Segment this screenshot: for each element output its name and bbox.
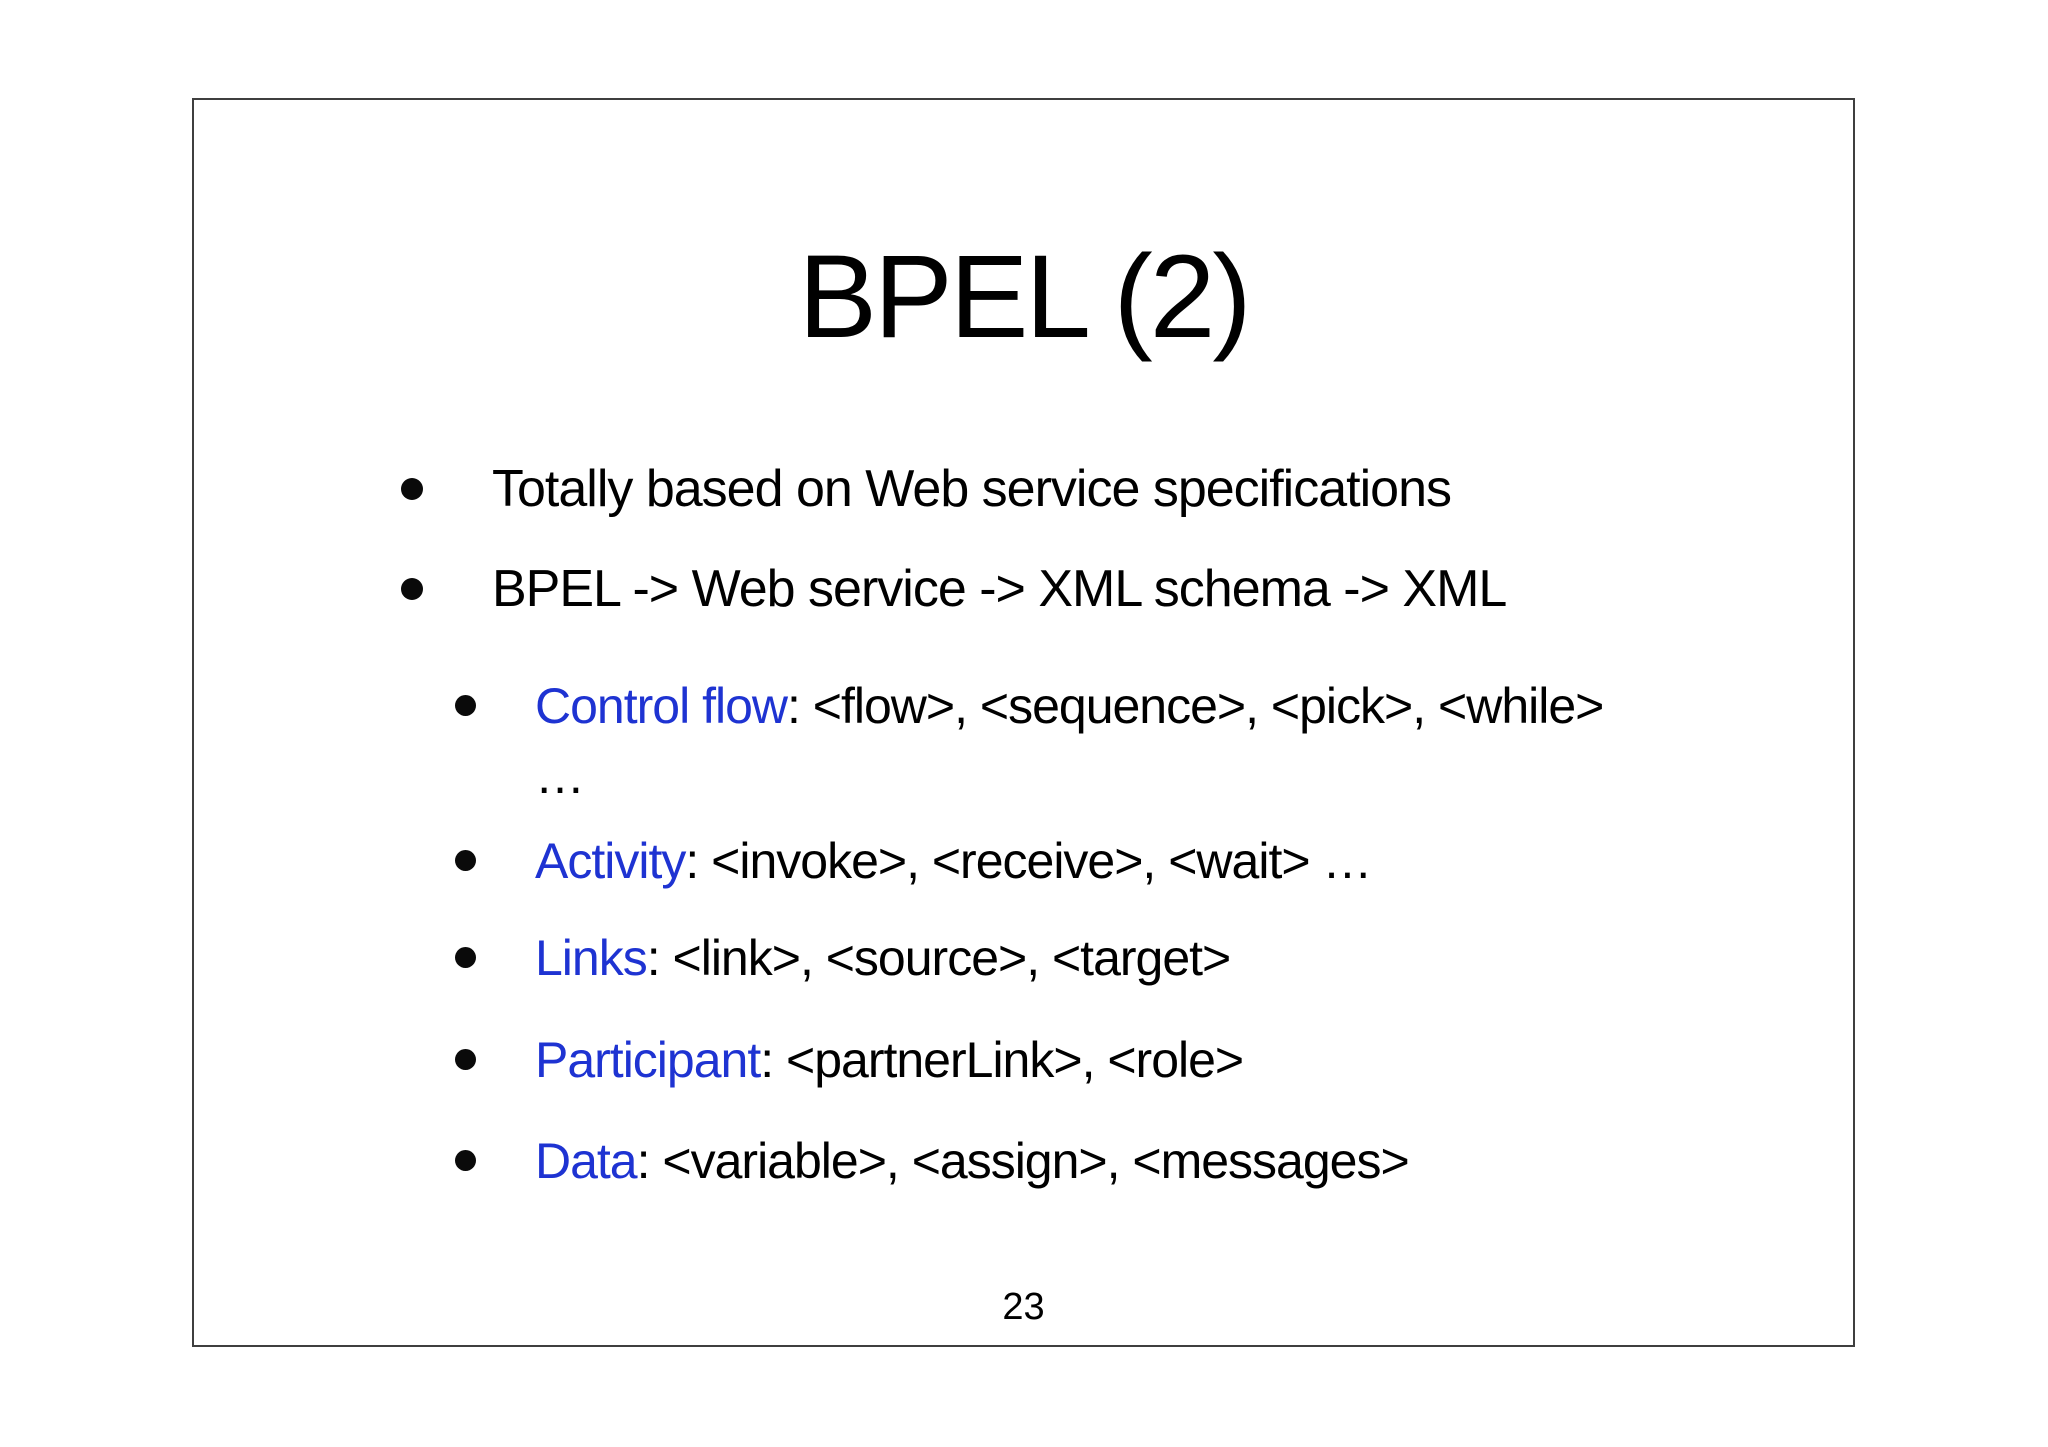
bullet-item: Data: <variable>, <assign>, <messages> <box>194 1126 1754 1196</box>
bullet-item: Control flow: <flow>, <sequence>, <pick>… <box>194 671 1754 811</box>
bullet-dot-icon <box>455 695 476 716</box>
bullet-term: Data <box>535 1133 638 1189</box>
bullet-item: Activity: <invoke>, <receive>, <wait> … <box>194 826 1754 896</box>
bullet-dot-icon <box>455 947 476 968</box>
bullet-text: : <flow>, <sequence>, <pick>, <while> <box>787 678 1604 734</box>
slide-frame: BPEL (2) Totally based on Web service sp… <box>192 98 1855 1347</box>
bullet-dot-icon <box>455 1049 476 1070</box>
bullet-dot-icon <box>455 1150 476 1171</box>
bullet-term: Links <box>535 930 648 986</box>
bullet-item: Links: <link>, <source>, <target> <box>194 923 1754 993</box>
bullet-dot-icon <box>401 478 423 500</box>
bullet-text: : <variable>, <assign>, <messages> <box>636 1133 1410 1189</box>
bullet-item: Participant: <partnerLink>, <role> <box>194 1025 1754 1095</box>
bullet-text: : <invoke>, <receive>, <wait> … <box>685 833 1372 889</box>
bullet-term: Participant <box>535 1032 761 1088</box>
bullet-text: : <partnerLink>, <role> <box>760 1032 1244 1088</box>
bullet-dot-icon <box>401 578 423 600</box>
slide-title: BPEL (2) <box>798 231 1251 363</box>
page-number: 23 <box>1002 1286 1045 1328</box>
bullet-dot-icon <box>455 850 476 871</box>
bullet-item: Totally based on Web service specificati… <box>194 456 1754 522</box>
bullet-term: Control flow <box>535 678 788 734</box>
bullet-term: Activity <box>535 833 686 889</box>
bullet-text: BPEL -> Web service -> XML schema -> XML <box>492 560 1507 618</box>
bullet-item: BPEL -> Web service -> XML schema -> XML <box>194 556 1754 622</box>
bullet-text: Totally based on Web service specificati… <box>492 460 1452 518</box>
bullet-text: : <link>, <source>, <target> <box>646 930 1231 986</box>
bullet-wrap-line: … <box>535 748 585 804</box>
